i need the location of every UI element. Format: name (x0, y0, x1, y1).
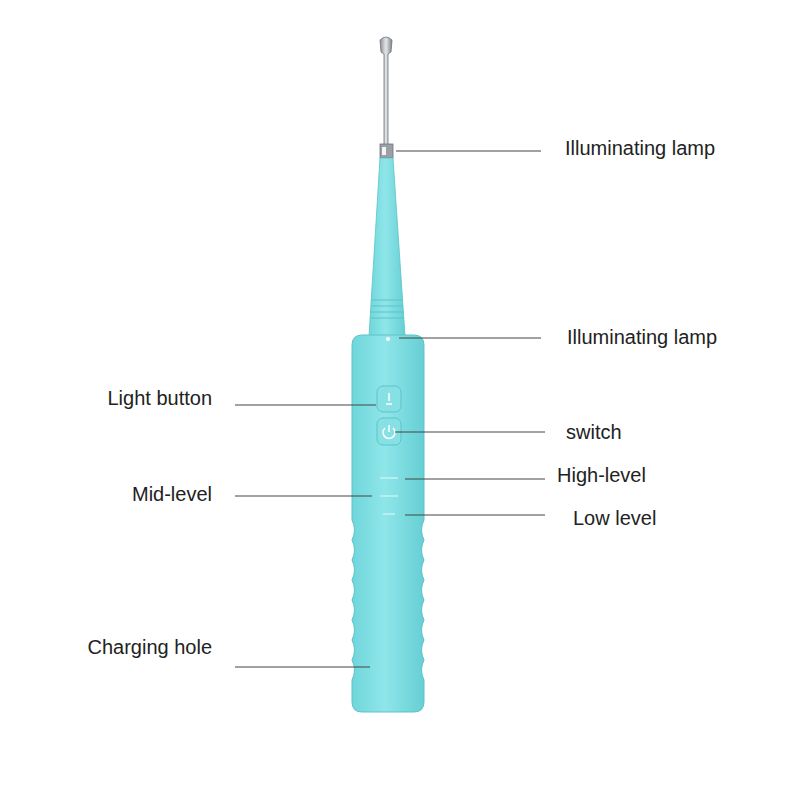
leader-lines (235, 151, 545, 667)
part-label: Illuminating lamp (567, 325, 717, 349)
part-label: Mid-level (132, 482, 212, 506)
part-label: switch (566, 420, 622, 444)
tip-lamp (380, 144, 393, 158)
part-label: Low level (573, 506, 656, 530)
lamp-glint (382, 147, 386, 155)
light-button (377, 386, 401, 412)
level-marks (380, 478, 398, 514)
handle-body (352, 335, 424, 712)
part-label: High-level (557, 463, 646, 487)
base-lamp (386, 337, 390, 341)
cone-neck (369, 158, 405, 336)
part-label: Illuminating lamp (565, 136, 715, 160)
power-icon (388, 425, 390, 432)
light-icon (386, 393, 392, 404)
part-label: Light button (107, 386, 212, 410)
metal-tip (380, 37, 393, 158)
neck-ribs (370, 300, 404, 318)
part-label: Charging hole (87, 635, 212, 659)
